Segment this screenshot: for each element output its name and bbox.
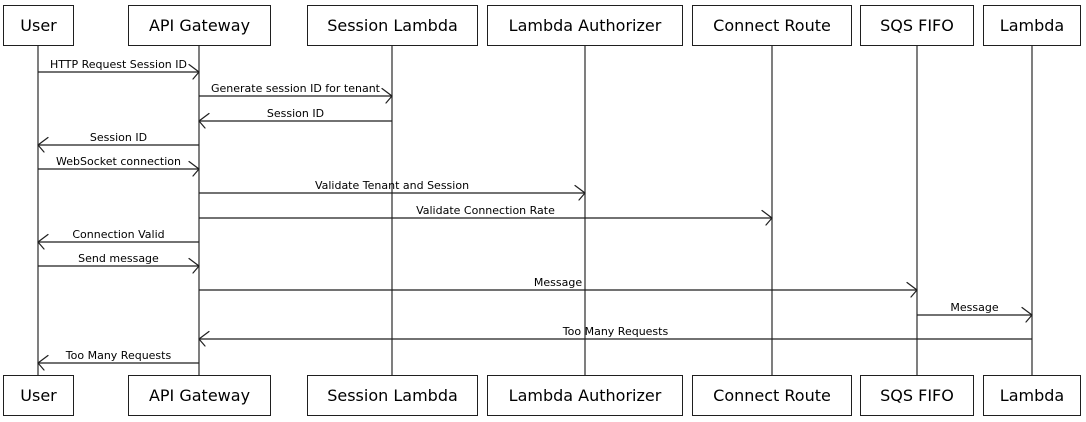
actor-label-user: User xyxy=(20,386,57,405)
actor-box-top-api-gateway: API Gateway xyxy=(128,5,271,46)
actor-box-top-lambda-authorizer: Lambda Authorizer xyxy=(487,5,683,46)
actor-box-bottom-user: User xyxy=(3,375,74,416)
arrowhead-icon xyxy=(761,209,773,226)
arrowhead-icon xyxy=(37,354,49,371)
actor-label-lambda: Lambda xyxy=(999,16,1065,35)
actor-box-top-user: User xyxy=(3,5,74,46)
actor-box-top-lambda: Lambda xyxy=(983,5,1081,46)
arrowhead-icon xyxy=(574,184,586,201)
arrowhead-icon xyxy=(381,87,393,104)
actor-label-session-lambda: Session Lambda xyxy=(327,386,458,405)
message-label: Validate Tenant and Session xyxy=(315,179,469,192)
message-label: Generate session ID for tenant xyxy=(211,82,381,95)
actor-box-bottom-sqs-fifo: SQS FIFO xyxy=(860,375,974,416)
arrowhead-icon xyxy=(198,112,210,129)
actor-label-user: User xyxy=(20,16,57,35)
message-label: Message xyxy=(534,276,582,289)
message-label: Connection Valid xyxy=(72,228,164,241)
actor-box-top-connect-route: Connect Route xyxy=(692,5,852,46)
actor-label-sqs-fifo: SQS FIFO xyxy=(880,386,954,405)
arrowhead-icon xyxy=(198,330,210,347)
actor-label-lambda: Lambda xyxy=(999,386,1065,405)
message-label: Session ID xyxy=(90,131,147,144)
message-label: HTTP Request Session ID xyxy=(50,58,187,71)
actor-box-bottom-lambda: Lambda xyxy=(983,375,1081,416)
arrowhead-icon xyxy=(1021,306,1033,323)
message-label: Session ID xyxy=(267,107,324,120)
message-label: WebSocket connection xyxy=(56,155,181,168)
arrowhead-icon xyxy=(188,160,200,177)
actor-label-lambda-authorizer: Lambda Authorizer xyxy=(508,386,662,405)
actor-label-lambda-authorizer: Lambda Authorizer xyxy=(508,16,662,35)
message-label: Too Many Requests xyxy=(65,349,172,362)
message-label: Message xyxy=(950,301,998,314)
arrowhead-icon xyxy=(188,63,200,80)
actor-label-api-gateway: API Gateway xyxy=(148,386,251,405)
actor-box-bottom-connect-route: Connect Route xyxy=(692,375,852,416)
arrowhead-icon xyxy=(906,281,918,298)
actor-label-session-lambda: Session Lambda xyxy=(327,16,458,35)
actor-box-top-session-lambda: Session Lambda xyxy=(307,5,478,46)
arrowhead-icon xyxy=(37,233,49,250)
message-label: Validate Connection Rate xyxy=(416,204,555,217)
actor-label-connect-route: Connect Route xyxy=(713,386,831,405)
actor-label-connect-route: Connect Route xyxy=(713,16,831,35)
actor-label-sqs-fifo: SQS FIFO xyxy=(880,16,954,35)
actor-box-bottom-session-lambda: Session Lambda xyxy=(307,375,478,416)
arrowhead-icon xyxy=(37,136,49,153)
actor-label-api-gateway: API Gateway xyxy=(148,16,251,35)
actor-box-bottom-api-gateway: API Gateway xyxy=(128,375,271,416)
message-label: Send message xyxy=(78,252,159,265)
actor-box-top-sqs-fifo: SQS FIFO xyxy=(860,5,974,46)
actor-box-bottom-lambda-authorizer: Lambda Authorizer xyxy=(487,375,683,416)
message-label: Too Many Requests xyxy=(562,325,669,338)
arrowhead-icon xyxy=(188,257,200,274)
